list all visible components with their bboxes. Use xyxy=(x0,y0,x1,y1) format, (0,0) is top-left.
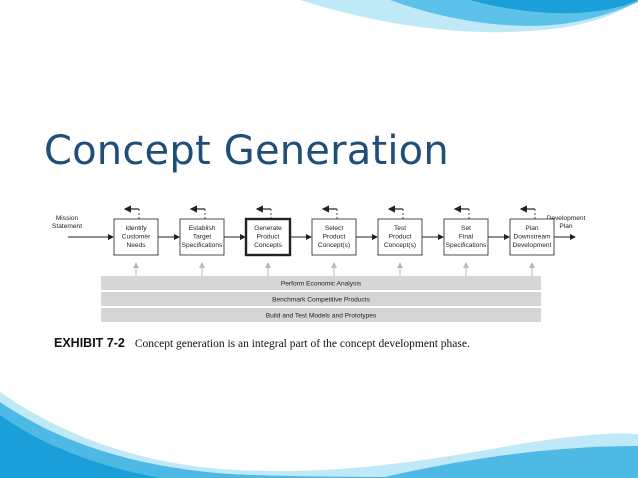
end-label: Development xyxy=(547,215,586,222)
start-label: Mission xyxy=(56,215,79,222)
step-box xyxy=(443,218,489,256)
end-label: Plan xyxy=(559,223,573,230)
step-label: Product xyxy=(323,234,346,241)
step-label: Generate xyxy=(254,225,282,232)
process-diagram: MissionStatementDevelopmentPlanIdentifyC… xyxy=(52,205,586,322)
step-label: Concept(s) xyxy=(318,242,350,249)
activity-bar-label: Benchmark Competitive Products xyxy=(272,297,371,304)
step-label: Final xyxy=(459,234,474,241)
top-wave-dark xyxy=(470,0,638,14)
step-label: Test xyxy=(394,225,406,232)
activity-bar xyxy=(101,276,541,290)
step-label: Specifications xyxy=(182,242,223,249)
bottom-wave-mid xyxy=(0,402,430,478)
step-label: Product xyxy=(389,234,412,241)
slide-title: Concept Generation xyxy=(44,128,449,174)
activity-bar-label: Perform Economic Analysis xyxy=(281,281,362,288)
step-label: Target xyxy=(193,234,211,241)
step-label: Concepts xyxy=(254,242,283,249)
step-box xyxy=(311,218,357,256)
step-label: Plan xyxy=(525,225,539,232)
start-label: Statement xyxy=(52,223,82,230)
step-label: Select xyxy=(325,225,343,232)
activity-bar-label: Build and Test Models and Prototypes xyxy=(266,313,377,320)
step-label: Product xyxy=(257,234,280,241)
exhibit-caption: EXHIBIT 7-2 Concept generation is an inte… xyxy=(54,336,470,350)
bottom-wave-dark xyxy=(0,415,160,478)
step-label: Identify xyxy=(125,225,147,232)
step-label: Specifications xyxy=(446,242,487,249)
bottom-wave-light xyxy=(0,392,638,478)
step-label: Concept(s) xyxy=(384,242,416,249)
activity-bar xyxy=(101,308,541,322)
step-label: Customer xyxy=(122,234,151,241)
step-box xyxy=(377,218,423,256)
step-box xyxy=(179,218,225,256)
step-label: Establish xyxy=(189,225,216,232)
bottom-right-wave xyxy=(380,446,638,478)
step-label: Needs xyxy=(126,242,146,249)
step-label: Development xyxy=(513,242,552,249)
step-label: Downstream xyxy=(513,234,551,241)
step-box-highlighted xyxy=(244,217,292,257)
caption-label: EXHIBIT 7-2 xyxy=(54,336,125,350)
activity-bar xyxy=(101,292,541,306)
step-label: Set xyxy=(461,225,471,232)
caption-text: Concept generation is an integral part o… xyxy=(134,338,470,350)
